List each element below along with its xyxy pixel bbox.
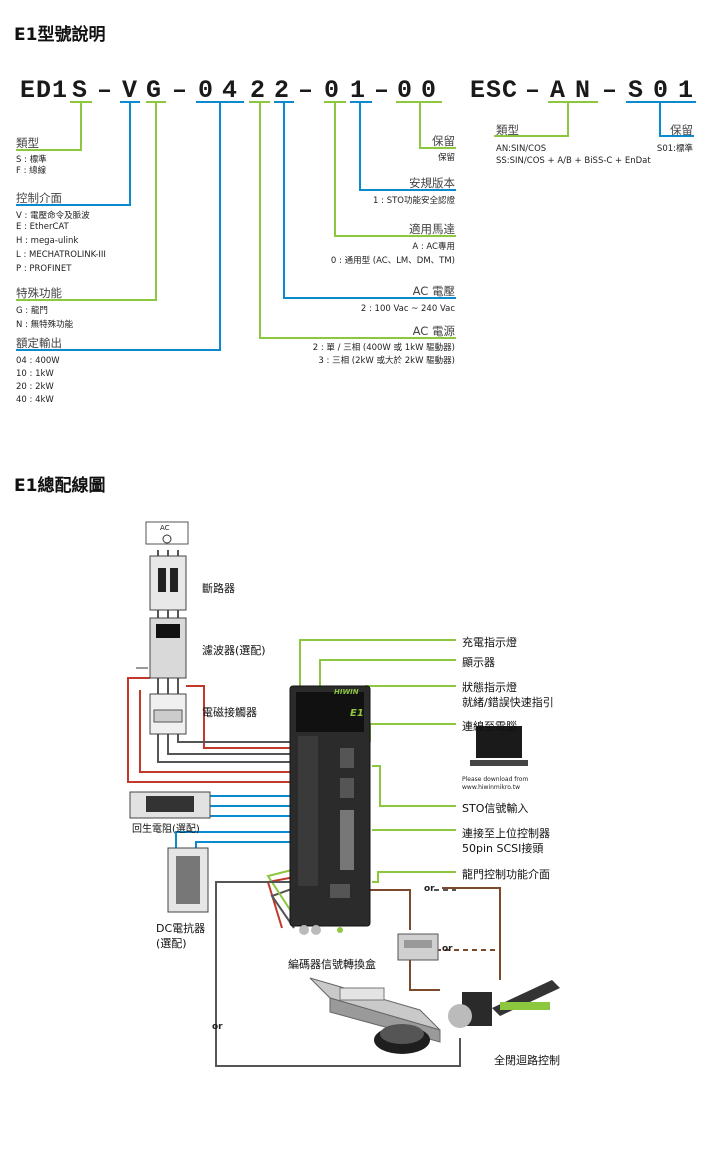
code-char: – <box>97 76 113 105</box>
group-output-option: 20 : 2kW <box>16 382 54 392</box>
group-voltage-label: AC 電壓 <box>412 284 455 298</box>
download-note: Please download from <box>462 776 529 783</box>
filter-label: 濾波器(選配) <box>202 644 266 657</box>
breaker-label: 斷路器 <box>202 582 235 595</box>
group-output-label: 額定輸出 <box>16 336 62 350</box>
group-power-option: 2 : 單 / 三相 (400W 或 1kW 驅動器) <box>312 343 455 353</box>
section-title-wiring: E1總配線圖 <box>14 476 106 496</box>
download-url: www.hiwinmikro.tw <box>462 784 520 791</box>
group-esc-type-option: AN:SIN/COS <box>496 144 547 154</box>
code-char: V <box>122 76 138 105</box>
ac-label: AC <box>160 524 170 532</box>
hiwin-logo: HIWIN <box>334 688 359 696</box>
model-badge: E1 <box>350 708 364 719</box>
code-char: 4 <box>222 76 238 105</box>
group-output-option: 04 : 400W <box>16 356 60 366</box>
status-guide-label: 就緒/錯誤快速指引 <box>462 696 554 709</box>
group-esc-reserve-label: 保留 <box>670 123 693 137</box>
code-char: D <box>36 76 52 105</box>
code-char: 2 <box>274 76 290 105</box>
charge-indicator-label: 充電指示燈 <box>462 636 517 649</box>
code-char: 0 <box>421 76 437 105</box>
code-char: S <box>72 76 88 105</box>
code-char: 0 <box>198 76 214 105</box>
group-motor-option: A : AC專用 <box>412 242 455 252</box>
group-motor-label: 適用馬達 <box>409 222 455 236</box>
esc-char: A <box>550 76 566 105</box>
group-reserve-label: 保留 <box>432 134 455 148</box>
group-voltage-option: 2 : 100 Vac ~ 240 Vac <box>360 304 455 314</box>
group-reserve-option: 保留 <box>437 153 455 163</box>
esc-char: 0 <box>653 76 669 105</box>
group-special-label: 特殊功能 <box>16 286 62 300</box>
wiring-diagram <box>127 521 560 1067</box>
code-char: 2 <box>250 76 266 105</box>
group-output-option: 40 : 4kW <box>16 395 54 405</box>
or-label: or <box>212 1022 223 1032</box>
code-char: E <box>20 76 36 105</box>
group-special-option: G : 龍門 <box>16 306 48 316</box>
esc-char: C <box>502 76 518 105</box>
group-interface-option: P : PROFINET <box>16 264 72 274</box>
gantry-label: 龍門控制功能介面 <box>462 868 550 881</box>
section-title-model: E1型號說明 <box>14 25 106 45</box>
regen-label: 回生電阻(選配) <box>132 824 200 835</box>
group-special-option: N : 無特殊功能 <box>16 320 74 330</box>
upper-controller-label: 連接至上位控制器 <box>462 827 550 840</box>
code-char: – <box>298 76 314 105</box>
code-char: G <box>146 76 162 105</box>
group-motor-option: 0 : 通用型 (AC、LM、DM、TM) <box>330 256 455 266</box>
group-power-option: 3 : 三相 (2kW 或大於 2kW 驅動器) <box>318 356 455 366</box>
model-connector-lines <box>16 101 696 351</box>
group-interface-label: 控制介面 <box>16 191 62 205</box>
group-interface-option: V : 電壓命令及脈波 <box>16 211 90 221</box>
group-power-label: AC 電源 <box>412 324 455 338</box>
group-safety-option: 1 : STO功能安全認證 <box>373 196 455 206</box>
code-char: – <box>374 76 390 105</box>
closed-loop-label: 全閉迴路控制 <box>494 1054 560 1067</box>
group-type-option: F : 總線 <box>16 166 47 176</box>
sto-label: STO信號輸入 <box>462 802 529 815</box>
display-label: 顯示器 <box>462 656 495 669</box>
group-safety-label: 安規版本 <box>409 176 455 190</box>
esc-char: E <box>470 76 486 105</box>
esc-char: S <box>486 76 502 105</box>
group-esc-type-option: SS:SIN/COS + A/B + BiSS-C + EnDat <box>496 156 651 166</box>
group-output-option: 10 : 1kW <box>16 369 54 379</box>
or-label: or <box>442 944 453 954</box>
group-esc-type-label: 類型 <box>496 123 519 137</box>
group-type-label: 類型 <box>16 136 39 150</box>
dc-reactor-optional-label: (選配) <box>156 937 187 950</box>
esc-char: – <box>602 76 618 105</box>
group-interface-option: L : MECHATROLINK-III <box>16 250 106 260</box>
pc-connection-label: 連線至電腦 <box>462 720 517 733</box>
code-char: 0 <box>397 76 413 105</box>
status-indicator-label: 狀態指示燈 <box>462 681 517 694</box>
group-interface-option: H : mega-ulink <box>16 236 79 246</box>
code-char: 0 <box>324 76 340 105</box>
encoder-box-label: 編碼器信號轉換盒 <box>288 958 376 971</box>
contactor-label: 電磁接觸器 <box>202 706 257 719</box>
group-type-option: S : 標準 <box>16 155 47 165</box>
or-label: or <box>424 884 435 894</box>
esc-char: S <box>628 76 644 105</box>
dc-reactor-label: DC電抗器 <box>156 922 206 935</box>
group-esc-reserve-option: S01:標準 <box>656 144 693 154</box>
code-char: 1 <box>52 76 68 105</box>
group-interface-option: E : EtherCAT <box>16 222 69 232</box>
code-char: 1 <box>350 76 366 105</box>
esc-char: 1 <box>678 76 694 105</box>
esc-char: N <box>575 76 591 105</box>
scsi-label: 50pin SCSI接頭 <box>462 842 544 855</box>
esc-char: – <box>525 76 541 105</box>
code-char: – <box>172 76 188 105</box>
